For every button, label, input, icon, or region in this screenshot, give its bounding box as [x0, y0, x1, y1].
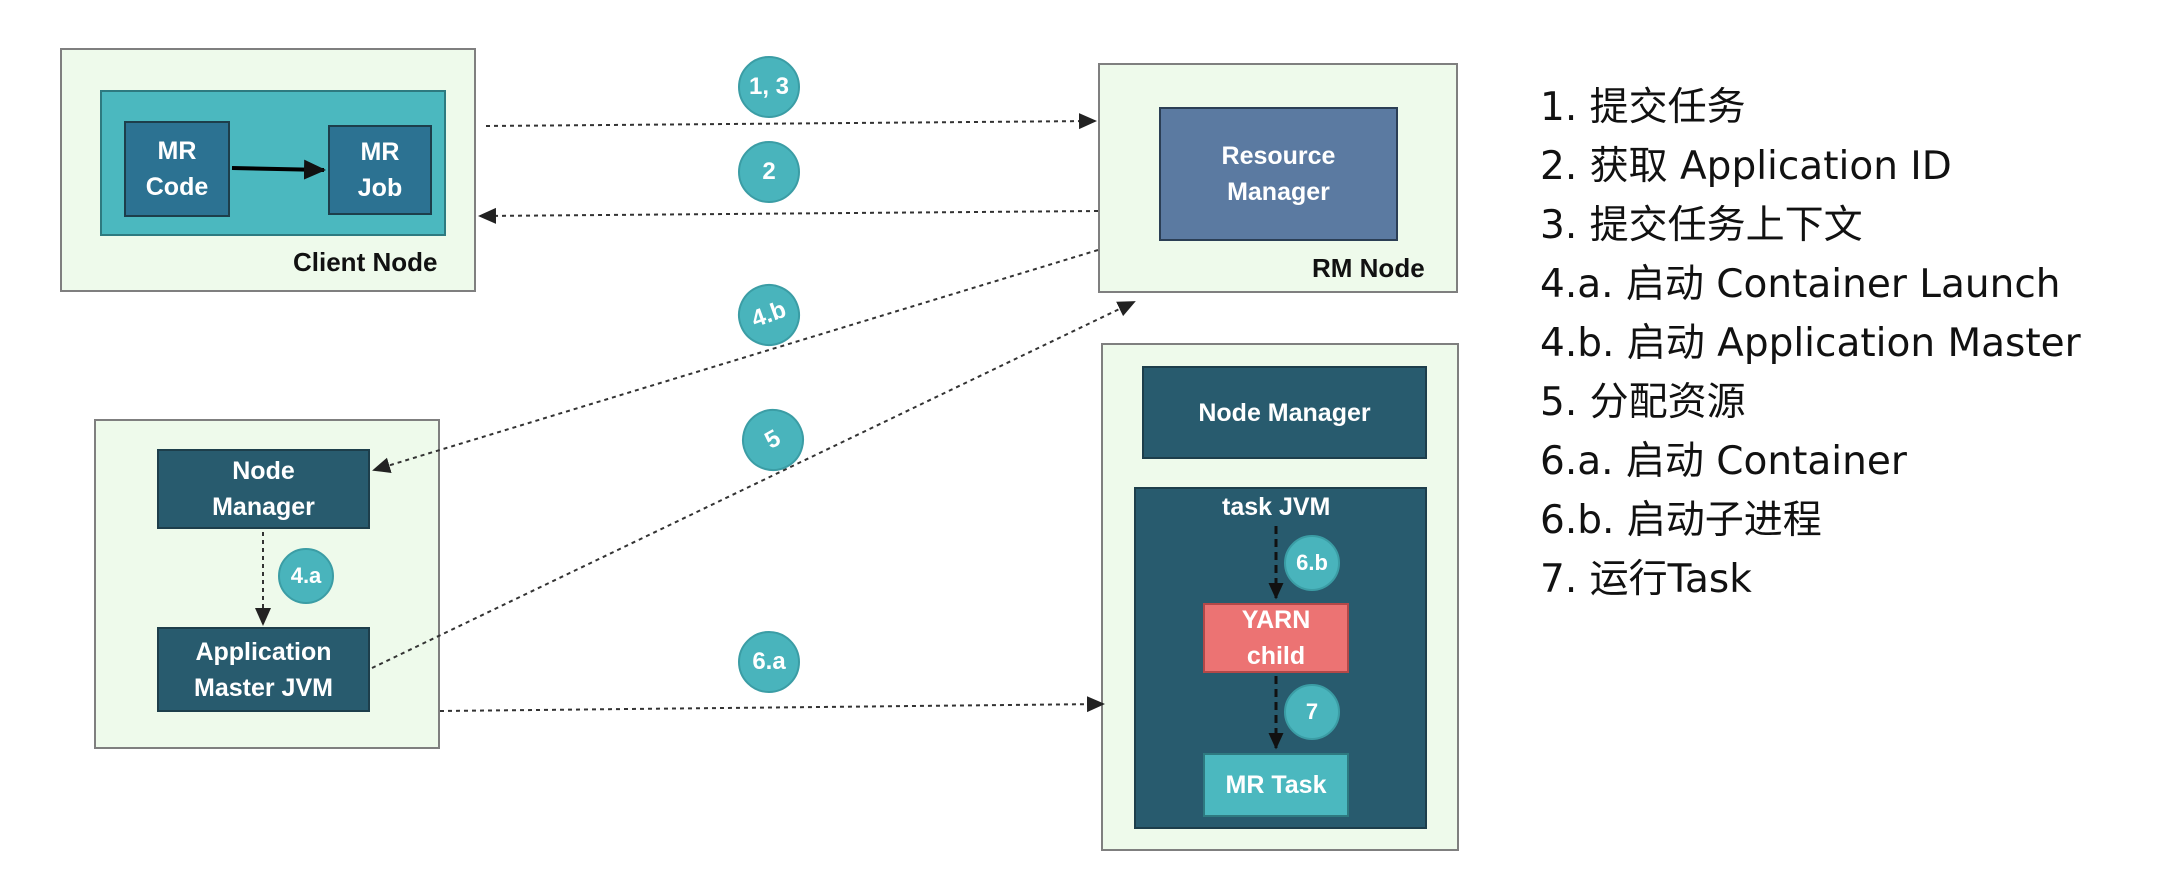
mr-job-box: MR Job [328, 125, 432, 215]
legend-item: 4.b. 启动 Application Master [1540, 321, 2081, 366]
arrow-5 [371, 301, 1136, 669]
badge-step-6a: 6.a [738, 631, 800, 693]
badge-step-4a: 4.a [278, 548, 334, 604]
legend-item: 4.a. 启动 Container Launch [1540, 262, 2061, 307]
legend-item: 1. 提交任务 [1540, 85, 1746, 130]
yarn-child-box: YARN child [1203, 603, 1349, 673]
arrow-1-3 [485, 113, 1097, 130]
arrow-code-to-job [231, 159, 326, 180]
task-jvm-label: task JVM [1222, 493, 1331, 521]
client-node-label: Client Node [293, 247, 438, 277]
node-manager-right-box: Node Manager [1142, 366, 1427, 459]
application-master-box: Application Master JVM [157, 627, 370, 712]
legend-item: 3. 提交任务上下文 [1540, 203, 1863, 248]
legend-item: 2. 获取 Application ID [1540, 144, 1952, 189]
arrow-2 [478, 207, 1099, 224]
badge-step-1-3: 1, 3 [738, 56, 800, 118]
step-legend: 1. 提交任务 2. 获取 Application ID 3. 提交任务上下文 … [1540, 78, 2081, 609]
badge-step-7: 7 [1284, 684, 1340, 740]
legend-item: 7. 运行Task [1540, 557, 1752, 602]
badge-step-2: 2 [738, 141, 800, 203]
legend-item: 6.a. 启动 Container [1540, 439, 1907, 484]
mr-code-box: MR Code [124, 121, 230, 217]
legend-item: 6.b. 启动子进程 [1540, 498, 1822, 543]
arrow-4b [372, 249, 1099, 474]
arrow-6a [439, 696, 1105, 713]
mr-task-box: MR Task [1203, 753, 1349, 817]
badge-step-6b: 6.b [1284, 535, 1340, 591]
resource-manager-box: Resource Manager [1159, 107, 1398, 241]
rm-node-label: RM Node [1312, 253, 1425, 283]
legend-item: 5. 分配资源 [1540, 380, 1746, 425]
node-manager-left-box: Node Manager [157, 449, 370, 529]
